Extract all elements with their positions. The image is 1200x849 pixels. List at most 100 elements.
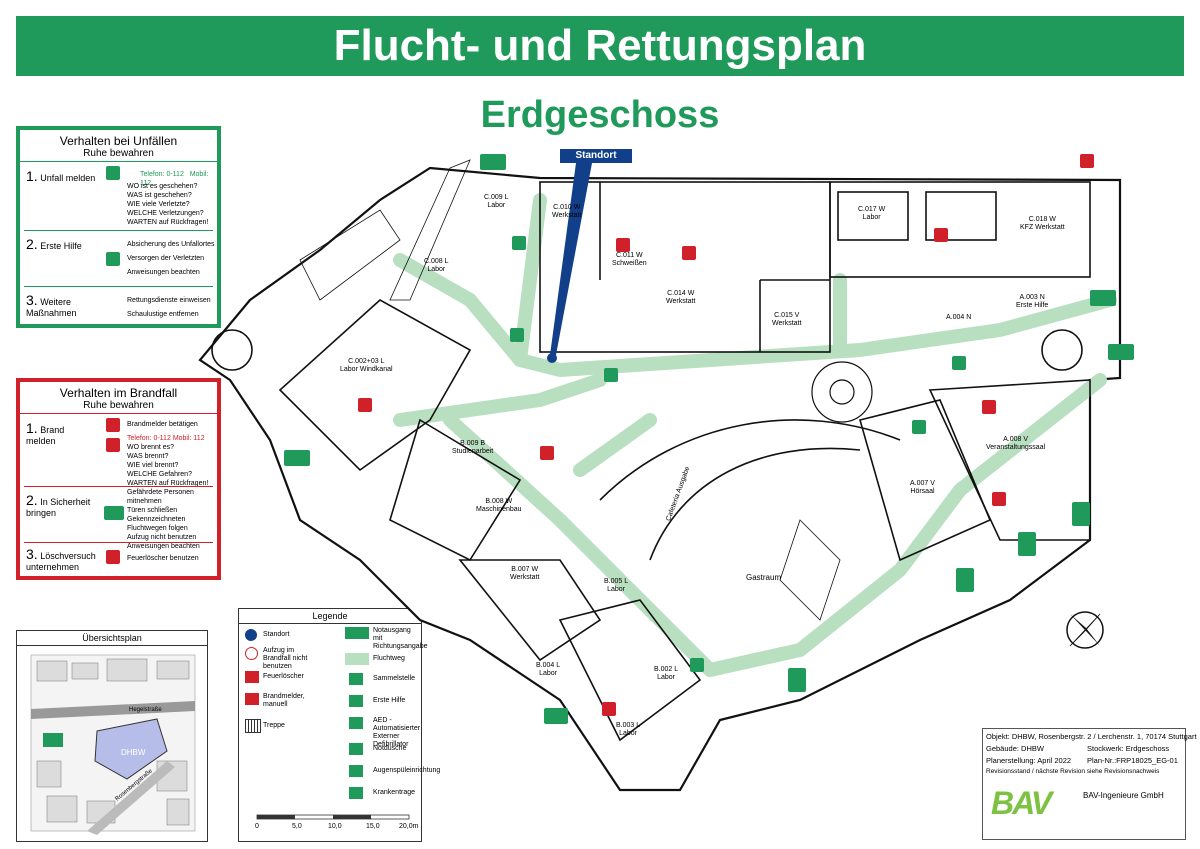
no-elevator-icon [245, 647, 258, 660]
accident-questions: WO ist es geschehen?WAS ist geschehen?WI… [127, 183, 209, 226]
extinguisher-icon [245, 671, 259, 683]
floor-subtitle: Erdgeschoss [480, 94, 720, 136]
stairs-icon [245, 719, 261, 733]
bav-logo: BAV [991, 785, 1052, 821]
assembly-point-icon [512, 236, 526, 250]
scale-0: 0 [255, 823, 259, 830]
legend-assembly: Sammelstelle [373, 675, 416, 682]
plan-title: Flucht- und Rettungsplan [16, 16, 1184, 76]
emergency-shower-icon [349, 743, 363, 755]
scale-15: 15,0 [366, 823, 380, 830]
first-aid-icon [106, 252, 120, 266]
legend-alarm: Brandmelder, manuell [263, 693, 305, 708]
room-label: A.004 N [946, 314, 972, 321]
legend-eyewash: Augenspüleinrichtung [373, 767, 441, 774]
accident-box: Verhalten bei Unfällen Ruhe bewahren 1. … [16, 126, 221, 328]
location-icon [245, 629, 257, 641]
emergency-exit-sign [956, 568, 974, 592]
overview-plan: Übersichtsplan DHBW Hegelstraße Rosenber… [16, 630, 208, 842]
emergency-exit-sign [1072, 502, 1090, 526]
escape-route-icon [345, 653, 369, 665]
extinguisher-icon [106, 550, 120, 564]
aed-icon [349, 717, 363, 729]
fire-step2: 2. In Sicherheit bringen [26, 492, 91, 518]
info-company: BAV-Ingenieure GmbH [1083, 791, 1164, 800]
legend-stretcher: Krankentrage [373, 789, 416, 796]
fire-alarm-line: Brandmelder betätigen [127, 421, 198, 428]
phone-icon [106, 438, 120, 452]
emergency-exit-sign [1018, 532, 1036, 556]
fire-phone: Telefon: 0-112 Mobil: 112 [127, 435, 205, 442]
legend-route: Fluchtweg [373, 655, 405, 662]
overview-street1: Hegelstraße [129, 707, 162, 713]
fire-questions: WO brennt es?WAS brennt?WIE viel brennt?… [127, 444, 209, 487]
emergency-exit-sign [788, 668, 806, 692]
emergency-exit-sign [1108, 344, 1134, 360]
standort-label: Standort [560, 149, 632, 163]
emergency-exit-sign [544, 708, 568, 724]
legend-aed: AED - Automatisierter Externer Defibrill… [373, 717, 421, 748]
info-stockwerk: Stockwerk: Erdgeschoss [1087, 744, 1170, 753]
legend-elevator: Aufzug im Brandfall nicht benutzen [263, 647, 308, 670]
first-aid-icon [510, 328, 524, 342]
fire-alarm-icon [982, 400, 996, 414]
first-aid-icon [690, 658, 704, 672]
emergency-exit-sign [284, 450, 310, 466]
overview-dhbw: DHBW [121, 748, 146, 757]
phone-icon [106, 166, 120, 180]
fire-step3-lines: Feuerlöscher benutzen [127, 555, 199, 562]
legend-exit: Notausgang mit Richtungsangabe [373, 627, 428, 650]
info-planerstellung: Planerstellung: April 2022 [986, 756, 1072, 765]
scale-10: 10,0 [328, 823, 342, 830]
extinguisher-icon [616, 238, 630, 252]
extinguisher-icon [682, 246, 696, 260]
location-marker [547, 353, 557, 363]
fire-step3: 3. Löschversuch unternehmen [26, 546, 96, 572]
first-aid-icon [604, 368, 618, 382]
eyewash-icon [349, 765, 363, 777]
accident-phone: Telefon: 0-112 Mobil: 112 [140, 171, 209, 187]
legend-shower: Notdusche [373, 745, 407, 752]
scale-20: 20,0m [399, 823, 419, 830]
fire-alarm-icon [245, 693, 259, 705]
info-revision: Revisionsstand / nächste Revision siehe … [986, 768, 1160, 775]
legend-standort: Standort [263, 631, 290, 638]
fire-alarm-icon [1080, 154, 1094, 168]
emergency-exit-sign [480, 154, 506, 170]
extinguisher-icon [602, 702, 616, 716]
fire-alarm-icon [934, 228, 948, 242]
exit-arrow-icon [104, 506, 124, 520]
overview-map: DHBW Hegelstraße Rosenbergstraße [30, 654, 196, 835]
plan-info: Objekt: DHBW, Rosenbergstr. 2 / Lerchens… [982, 728, 1197, 840]
emergency-exit-icon [345, 627, 369, 639]
extinguisher-icon [358, 398, 372, 412]
extinguisher-icon [540, 446, 554, 460]
first-aid-icon [349, 695, 363, 707]
stretcher-icon [349, 787, 363, 799]
info-gebaeude: Gebäude: DHBW [986, 744, 1044, 753]
fire-alarm-icon [992, 492, 1006, 506]
fire-alarm-icon [106, 418, 120, 432]
aed-icon [952, 356, 966, 370]
accident-subtitle: Ruhe bewahren [20, 148, 217, 162]
accident-title: Verhalten bei Unfällen [59, 134, 178, 148]
legend-firstaid: Erste Hilfe [373, 697, 406, 704]
legend-title: Legende [239, 609, 421, 624]
